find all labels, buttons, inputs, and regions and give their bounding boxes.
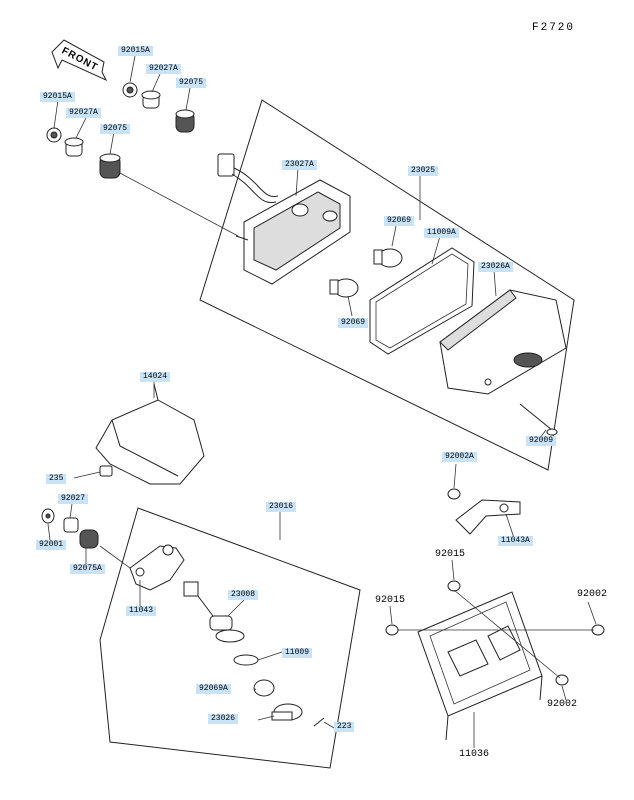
label-223[interactable]: 223 [334,722,355,732]
label-92001[interactable]: 92001 [36,540,67,550]
gasket-11009 [233,654,259,666]
bracket-11043 [129,544,185,591]
label-92009[interactable]: 92009 [526,436,557,446]
screw-92009 [519,403,558,436]
label-92015a-left[interactable]: 92015A [40,92,75,102]
socket-23008 [183,581,245,643]
label-23025[interactable]: 23025 [408,166,439,176]
lens-23026 [271,703,303,721]
label-92002-right[interactable]: 92002 [577,589,608,600]
nut-92015a-top [122,82,138,98]
label-11009a[interactable]: 11009A [424,228,459,238]
washer-92001 [41,508,55,524]
label-23008[interactable]: 23008 [228,590,259,600]
license-lamp-assembly-outline [99,507,361,769]
figure-code: F2720 [532,22,576,34]
label-92069a[interactable]: 92069A [196,684,231,694]
label-92002-bottom[interactable]: 92002 [547,699,578,710]
label-92075a[interactable]: 92075A [70,564,105,574]
bolt-235 [99,465,113,477]
bolt-92002a [447,488,461,500]
bulb-92069-top [373,248,403,268]
gasket-11009a [369,247,475,355]
label-92075-top[interactable]: 92075 [176,78,207,88]
label-92075-left[interactable]: 92075 [100,124,131,134]
socket-harness-23027a [217,153,351,285]
label-92069-top[interactable]: 92069 [384,216,415,226]
label-11043[interactable]: 11043 [126,606,157,616]
cover-14024 [95,383,205,485]
label-92027a-left[interactable]: 92027A [66,108,101,118]
plate-bracket-11036 [417,591,543,741]
bulb-92069a [253,679,275,697]
label-11043a[interactable]: 11043A [498,536,533,546]
label-92027[interactable]: 92027 [58,494,89,504]
front-arrow-icon [51,39,108,82]
grommet-92075-left [99,153,121,179]
label-23016[interactable]: 23016 [266,502,297,512]
nut-92015-a [447,580,461,592]
label-11036[interactable]: 11036 [459,749,490,760]
bulb-92069-bottom [329,278,359,298]
lens-23026a [439,289,567,395]
collar-92027 [63,517,79,533]
label-92015-b[interactable]: 92015 [375,595,406,606]
nut-92015a-left [46,127,62,143]
label-23026a[interactable]: 23026A [478,262,513,272]
bracket-11043a [455,499,521,535]
collar-92027a-left [64,137,84,157]
label-92069-bottom[interactable]: 92069 [338,318,369,328]
grommet-92075-top [175,109,195,133]
label-23026[interactable]: 23026 [208,714,239,724]
label-11009[interactable]: 11009 [282,648,313,658]
tail-light-assembly-outline [199,99,575,471]
label-92002a[interactable]: 92002A [442,452,477,462]
label-92015-a[interactable]: 92015 [435,549,466,560]
label-23027a[interactable]: 23027A [282,160,317,170]
nut-92015-b [385,624,399,636]
label-92015a-top[interactable]: 92015A [118,46,153,56]
grommet-92075a [79,529,99,549]
screw-223 [313,717,325,727]
label-92027a-top[interactable]: 92027A [146,64,181,74]
label-14024[interactable]: 14024 [140,372,171,382]
collar-92027a-top [141,90,161,109]
label-235[interactable]: 235 [46,474,67,484]
